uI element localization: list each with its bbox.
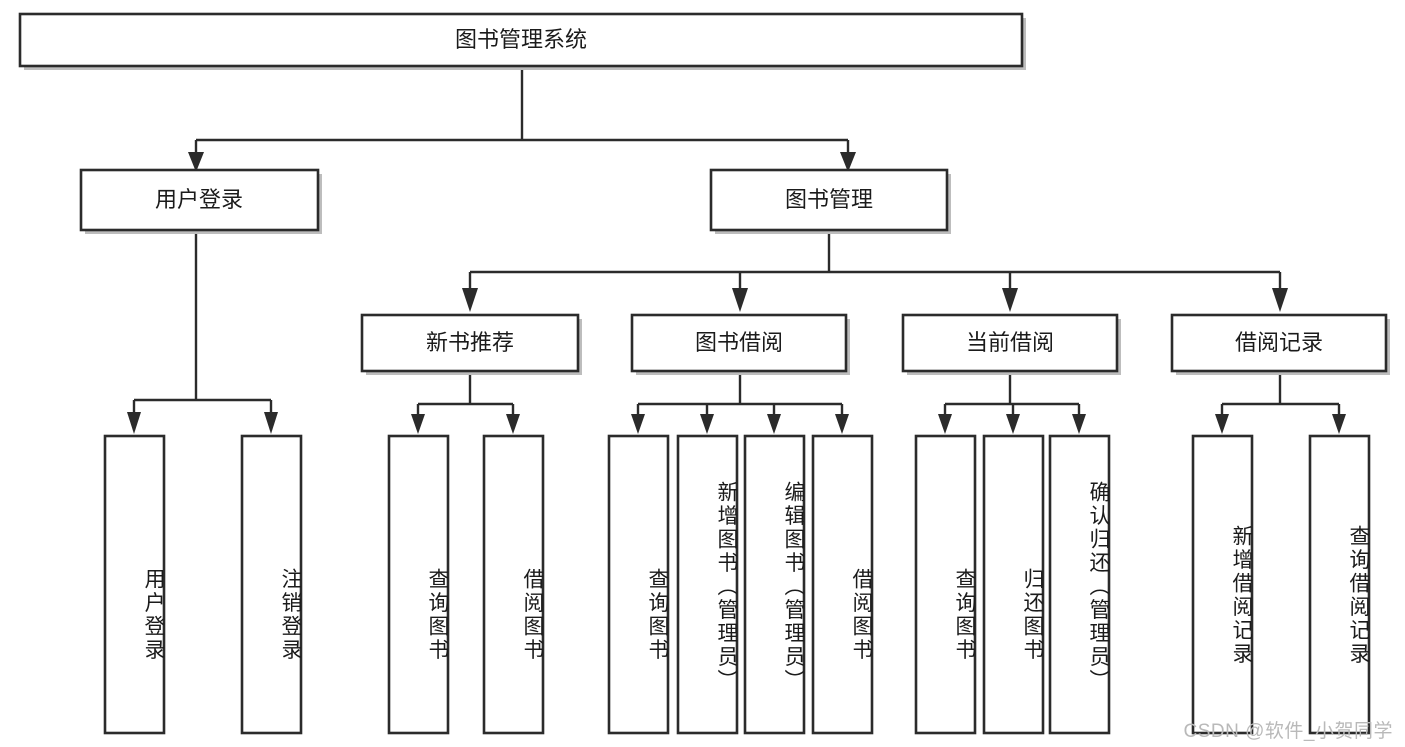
leaf-box-logout-login[interactable] [240,434,303,735]
arrowhead-book-manage [840,152,856,172]
connector-layer [127,66,1346,434]
arrowhead-new-book-rec [462,288,478,312]
user-login-node-label: 用户登录 [155,187,243,212]
leaf-box-user-login[interactable] [103,434,166,735]
arrowhead-leaf-edit-book [767,414,781,434]
arrowhead-user-login [188,152,204,172]
leaf-box-query-book-2[interactable] [607,434,670,735]
leaf-box-return-book[interactable] [982,434,1045,735]
arrowhead-book-borrow [732,288,748,312]
leaf-box-add-book[interactable] [676,434,739,735]
leaf-layer [103,434,1371,735]
leaf-box-add-record[interactable] [1191,434,1254,735]
arrowhead-leaf-return-book [1006,414,1020,434]
leaf-box-query-book-1[interactable] [387,434,450,735]
arrowhead-leaf-query-book-3 [938,414,952,434]
current-borrow-node-box[interactable] [901,313,1119,373]
csdn-watermark: CSDN @软件_小贺同学 [1183,721,1393,742]
arrowhead-current-borrow [1002,288,1018,312]
leaf-box-query-book-3[interactable] [914,434,977,735]
new-book-rec-node-label: 新书推荐 [426,330,514,355]
arrowhead-leaf-add-book [700,414,714,434]
book-borrow-node-box[interactable] [630,313,848,373]
arrowhead-leaf-query-record [1332,414,1346,434]
leaf-box-edit-book[interactable] [743,434,806,735]
leaf-box-confirm-return[interactable] [1048,434,1111,735]
arrowhead-borrow-record [1272,288,1288,312]
arrowhead-leaf-query-book-1 [411,414,425,434]
node-layer: 图书管理系统 用户登录 图书管理 新书推荐 图书借阅 当前借阅 [18,12,1390,375]
borrow-record-node-label: 借阅记录 [1235,330,1323,355]
book-manage-node-box[interactable] [709,168,949,232]
book-manage-node-label: 图书管理 [785,187,873,212]
arrowhead-leaf-add-record [1215,414,1229,434]
arrowhead-leaf-query-book-2 [631,414,645,434]
root-node-box[interactable] [18,12,1024,68]
leaf-box-borrow-book-1[interactable] [482,434,545,735]
arrowhead-leaf-borrow-book-2 [835,414,849,434]
arrowhead-leaf-logout-login [264,412,278,434]
borrow-record-node-box[interactable] [1170,313,1388,373]
book-borrow-node-label: 图书借阅 [695,330,783,355]
arrowhead-leaf-confirm-return [1072,414,1086,434]
root-node-label: 图书管理系统 [455,27,587,52]
arrowhead-leaf-borrow-book-1 [506,414,520,434]
new-book-rec-node-box[interactable] [360,313,580,373]
leaf-box-query-record[interactable] [1308,434,1371,735]
current-borrow-node-label: 当前借阅 [966,330,1054,355]
leaf-box-borrow-book-2[interactable] [811,434,874,735]
arrowhead-leaf-user-login [127,412,141,434]
user-login-node-box[interactable] [79,168,320,232]
